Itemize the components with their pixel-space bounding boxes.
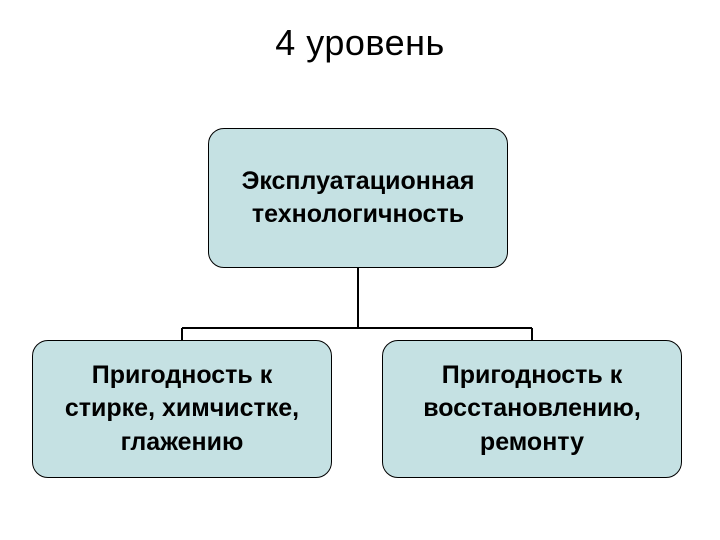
- page-title: 4 уровень: [275, 22, 445, 63]
- root-node-label: Эксплуатационная технологичность: [241, 166, 475, 229]
- child-node-repair: Пригодность к восстановлению, ремонту: [382, 340, 682, 478]
- child-node-washing-label: Пригодность к стирке, химчистке, глажени…: [64, 360, 300, 456]
- child-node-washing: Пригодность к стирке, химчистке, глажени…: [32, 340, 332, 478]
- root-node: Эксплуатационная технологичность: [208, 128, 508, 268]
- child-node-repair-label: Пригодность к восстановлению, ремонту: [423, 360, 641, 456]
